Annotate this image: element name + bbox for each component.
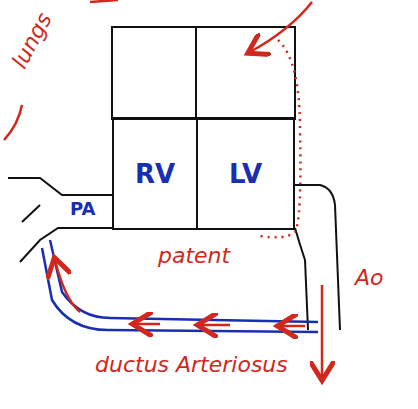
chamber-label: RV xyxy=(135,159,175,189)
chamber-label: LV xyxy=(229,159,262,189)
ductus-vessel xyxy=(50,240,318,322)
vessel-label: Ao xyxy=(355,265,384,290)
organ-label: lungs xyxy=(7,8,57,72)
pulmonary-artery xyxy=(8,178,112,195)
note-label: patent xyxy=(158,243,230,268)
heart-chamber: RV xyxy=(112,117,198,230)
aorta xyxy=(295,185,340,330)
vessel-label: ductus Arteriosus xyxy=(95,352,288,377)
vessel-label: PA xyxy=(70,198,95,219)
heart-chamber: LV xyxy=(196,117,295,230)
